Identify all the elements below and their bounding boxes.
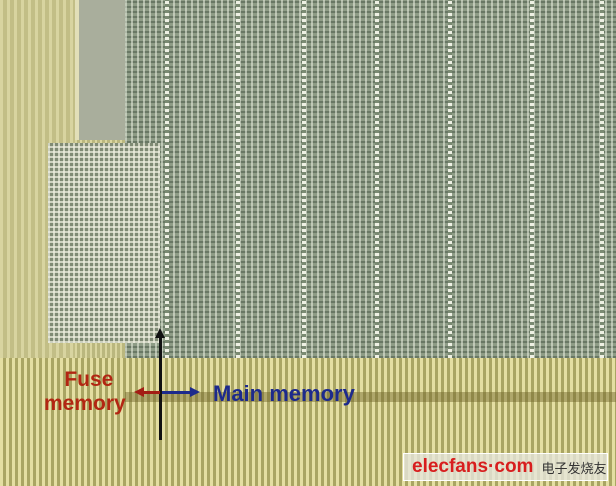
array-column: [236, 0, 240, 358]
arrow-right-icon: [190, 387, 200, 397]
array-column: [375, 0, 379, 358]
fuse-label-line2: memory: [44, 392, 126, 415]
array-column: [302, 0, 306, 358]
array-column: [165, 0, 169, 358]
fuse-memory-label: Fuse memory: [44, 368, 126, 416]
metal-band: [75, 0, 129, 140]
boundary-arrow-vertical: [159, 335, 162, 440]
bus-line: [125, 392, 616, 402]
array-column: [530, 0, 534, 358]
arrow-left-icon: [134, 387, 144, 397]
watermark-text: elecfans·com: [412, 456, 534, 477]
main-memory-array: [125, 0, 616, 358]
watermark: elecfans·com 电子发烧友: [403, 453, 608, 481]
fuse-arrow: [142, 391, 160, 394]
arrow-up-icon: [155, 328, 165, 338]
fuse-memory-array: [48, 143, 160, 343]
main-memory-label: Main memory: [213, 381, 355, 406]
array-column: [600, 0, 604, 358]
main-arrow: [162, 391, 192, 394]
fuse-label-line1: Fuse: [64, 368, 114, 391]
array-column: [448, 0, 452, 358]
watermark-cn: 电子发烧友: [541, 461, 607, 477]
